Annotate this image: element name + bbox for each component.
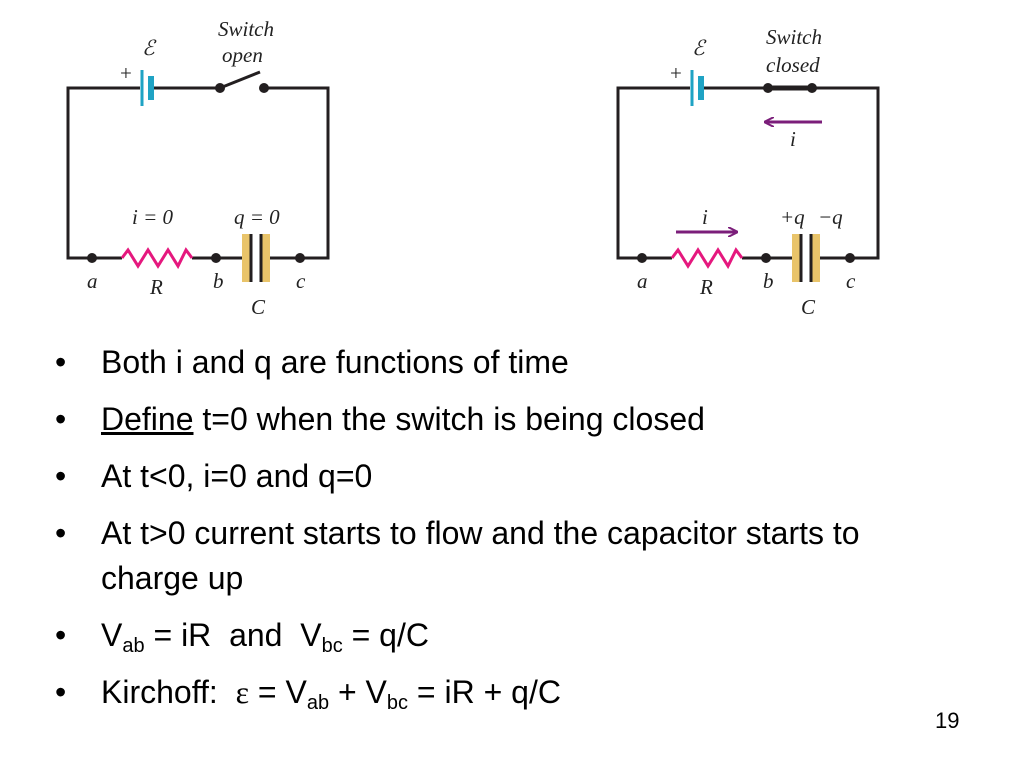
circuit-wires (66, 86, 330, 260)
page-number: 19 (935, 708, 960, 733)
subscript-ab: ab (306, 692, 330, 714)
switch-open (215, 70, 269, 93)
bullet-item-voltage-relations: Vab = iR and Vbc = q/C (55, 613, 955, 658)
charge-label: q = 0 (234, 205, 280, 229)
top-current-label: i (790, 127, 796, 151)
bullet-text: At t>0 current starts to flow and the ca… (101, 515, 860, 596)
bottom-current-label: i (702, 205, 708, 229)
battery-plus-sign: + (120, 61, 132, 85)
node-c-label: c (846, 269, 856, 293)
node-c-dot (295, 253, 305, 263)
eq-part: V (101, 617, 123, 653)
bullet-text: Both i and q are functions of time (101, 344, 569, 380)
node-b-label: b (213, 269, 224, 293)
node-a-label: a (637, 269, 648, 293)
subscript-bc: bc (321, 635, 343, 657)
kirchoff-prefix: Kirchoff: (101, 674, 236, 710)
resistor-label: R (149, 275, 163, 299)
node-b-dot (211, 253, 221, 263)
epsilon-symbol: ε (235, 674, 250, 710)
plus-q-label: +q (780, 205, 805, 229)
resistor (120, 247, 194, 270)
bullet-text: At t<0, i=0 and q=0 (101, 458, 373, 494)
emf-symbol: ℰ (692, 36, 707, 60)
minus-q-label: −q (818, 205, 843, 229)
battery (690, 70, 704, 106)
subscript-bc: bc (386, 692, 409, 714)
bullet-item: Define t=0 when the switch is being clos… (55, 397, 955, 442)
bullet-list: Both i and q are functions of time Defin… (55, 340, 955, 727)
current-label: i = 0 (132, 205, 174, 229)
capacitor (792, 234, 820, 282)
node-c-label: c (296, 269, 306, 293)
bullet-item: At t>0 current starts to flow and the ca… (55, 511, 955, 601)
bullet-item-kirchoff: Kirchoff: ε = Vab + Vbc = iR + q/C (55, 670, 955, 715)
eq-part: = iR + q/C (408, 674, 561, 710)
node-b-label: b (763, 269, 774, 293)
bullet-item: At t<0, i=0 and q=0 (55, 454, 955, 499)
eq-part: + V (329, 674, 387, 710)
switch-label-line2: closed (766, 53, 820, 77)
circuit-wires (616, 86, 880, 260)
eq-part: = q/C (342, 617, 429, 653)
capacitor (242, 234, 270, 282)
battery-plus-sign: + (670, 61, 682, 85)
switch-closed (763, 83, 817, 93)
eq-part: = V (249, 674, 307, 710)
node-c-dot (845, 253, 855, 263)
node-a-dot (637, 253, 647, 263)
bullet-item: Both i and q are functions of time (55, 340, 955, 385)
capacitor-label: C (801, 295, 816, 319)
resistor-label: R (699, 275, 713, 299)
resistor (670, 247, 744, 270)
battery (140, 70, 154, 106)
bullet-text: t=0 when the switch is being closed (193, 401, 705, 437)
switch-label-line1: Switch (766, 25, 822, 49)
node-a-label: a (87, 269, 98, 293)
define-underlined: Define (101, 401, 194, 437)
circuit-diagram-switch-closed: ℰ + Switch closed i i +q −q a b c R C (616, 25, 880, 319)
node-b-dot (761, 253, 771, 263)
capacitor-label: C (251, 295, 266, 319)
switch-label-line1: Switch (218, 17, 274, 41)
eq-part: = iR and V (144, 617, 322, 653)
switch-label-line2: open (222, 43, 263, 67)
circuit-diagram-switch-open: ℰ + Switch open i = 0 q = 0 a b c R C (66, 17, 330, 319)
subscript-ab: ab (122, 635, 145, 657)
node-a-dot (87, 253, 97, 263)
emf-symbol: ℰ (142, 36, 157, 60)
